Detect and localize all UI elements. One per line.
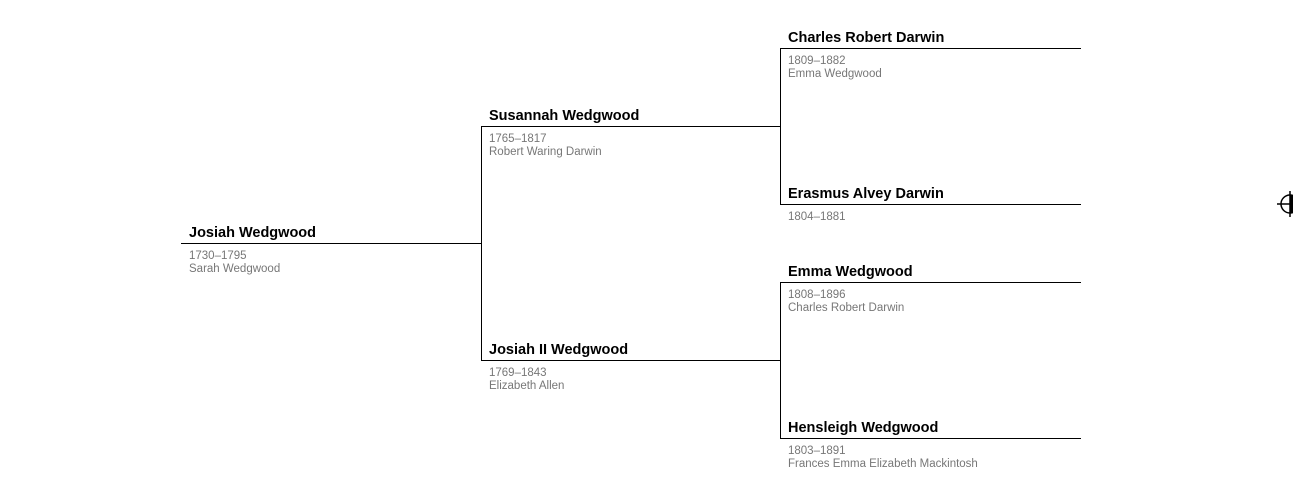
person-name[interactable]: Susannah Wedgwood [489, 108, 640, 124]
person-details: 1809–1882 Emma Wedgwood [788, 55, 882, 80]
person-name[interactable]: Hensleigh Wedgwood [788, 420, 939, 436]
person-name[interactable]: Charles Robert Darwin [788, 30, 945, 46]
connector-root-to-gen2 [481, 126, 482, 361]
person-underline [780, 48, 1081, 49]
person-years: 1804–1881 [788, 211, 846, 223]
person-underline [780, 282, 1081, 283]
person-underline [481, 360, 780, 361]
person-spouse: Elizabeth Allen [489, 379, 565, 392]
person-name[interactable]: Erasmus Alvey Darwin [788, 186, 944, 202]
person-details: 1804–1881 [788, 211, 846, 224]
person-spouse: Frances Emma Elizabeth Mackintosh [788, 457, 978, 470]
person-years: 1769–1843 [489, 367, 547, 379]
person-details: 1769–1843 Elizabeth Allen [489, 367, 564, 392]
person-years: 1808–1896 [788, 289, 846, 301]
person-name[interactable]: Emma Wedgwood [788, 264, 913, 280]
person-spouse: Charles Robert Darwin [788, 301, 905, 314]
person-years: 1765–1817 [489, 133, 547, 145]
person-spouse: Sarah Wedgwood [189, 262, 281, 275]
person-years: 1730–1795 [189, 250, 247, 262]
person-underline [780, 204, 1081, 205]
person-details: 1803–1891 Frances Emma Elizabeth Mackint… [788, 445, 978, 470]
person-spouse: Robert Waring Darwin [489, 145, 602, 158]
connector-josiah2-to-children [780, 282, 781, 439]
person-details: 1730–1795 Sarah Wedgwood [189, 250, 280, 275]
person-years: 1809–1882 [788, 55, 846, 67]
person-name[interactable]: Josiah Wedgwood [189, 225, 317, 241]
person-details: 1765–1817 Robert Waring Darwin [489, 133, 602, 158]
person-name[interactable]: Josiah II Wedgwood [489, 342, 629, 358]
person-underline [481, 126, 780, 127]
navigate-crosshair-icon[interactable] [1274, 190, 1293, 218]
connector-susannah-to-children [780, 48, 781, 205]
person-years: 1803–1891 [788, 445, 846, 457]
person-spouse: Emma Wedgwood [788, 67, 882, 80]
person-underline [181, 243, 481, 244]
person-details: 1808–1896 Charles Robert Darwin [788, 289, 904, 314]
person-underline [780, 438, 1081, 439]
